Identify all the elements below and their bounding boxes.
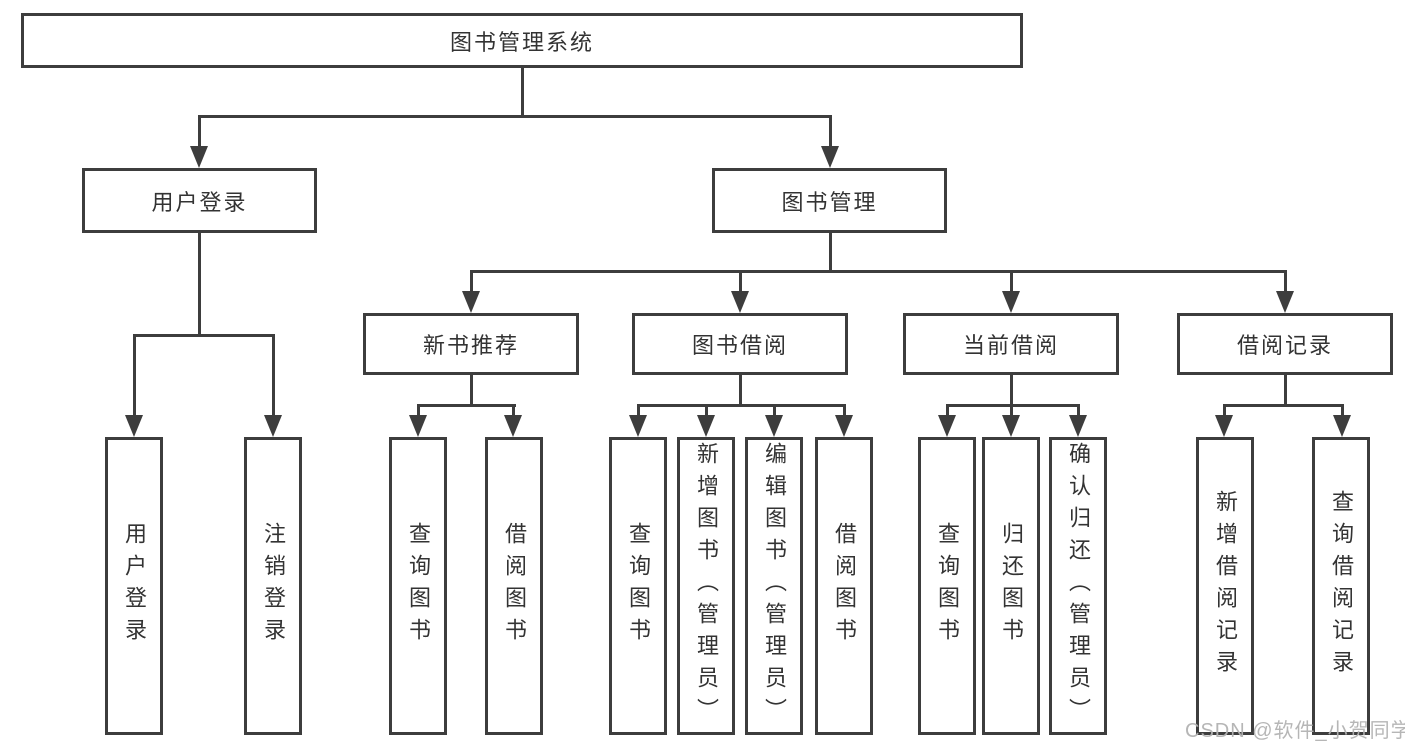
- node-label: 用户登录: [122, 522, 147, 650]
- connector-line: [1010, 404, 1013, 417]
- arrowhead-icon: [504, 415, 522, 437]
- node-label: 当前借阅: [962, 333, 1059, 358]
- arrowhead-icon: [462, 291, 480, 313]
- connector-line: [637, 404, 640, 417]
- arrowhead-icon: [125, 415, 143, 437]
- node-label: 借阅记录: [1236, 333, 1333, 358]
- node-label: 用户登录: [151, 189, 248, 215]
- connector-line: [829, 233, 832, 272]
- connector-line: [521, 66, 524, 117]
- connector-line: [637, 404, 846, 407]
- leaf-query-books-current: 查询图书: [918, 437, 976, 735]
- connector-line: [198, 115, 832, 118]
- leaf-logout: 注销登录: [244, 437, 302, 735]
- connector-line: [1284, 375, 1287, 406]
- connector-line: [470, 270, 1287, 273]
- connector-line: [1341, 404, 1344, 417]
- node-book-management: 图书管理: [712, 168, 947, 233]
- node-label: 图书管理: [781, 189, 878, 215]
- leaf-return-book: 归还图书: [982, 437, 1040, 735]
- connector-line: [1077, 404, 1080, 417]
- node-label: 注销登录: [261, 522, 286, 650]
- node-label: 查询图书: [406, 522, 431, 650]
- arrowhead-icon: [629, 415, 647, 437]
- connector-line: [1010, 375, 1013, 406]
- connector-line: [470, 375, 473, 406]
- leaf-borrow-books-borrowing: 借阅图书: [815, 437, 873, 735]
- arrowhead-icon: [821, 146, 839, 168]
- leaf-add-borrow-record: 新增借阅记录: [1196, 437, 1254, 735]
- connector-line: [272, 334, 275, 418]
- connector-line: [773, 404, 776, 417]
- connector-line: [1284, 270, 1287, 294]
- arrowhead-icon: [765, 415, 783, 437]
- arrowhead-icon: [835, 415, 853, 437]
- node-library-system-root: 图书管理系统: [21, 13, 1023, 68]
- node-label: 图书管理系统: [449, 29, 594, 55]
- connector-line: [417, 404, 420, 417]
- arrowhead-icon: [938, 415, 956, 437]
- connector-line: [705, 404, 708, 417]
- node-new-book-recommend: 新书推荐: [363, 313, 579, 375]
- node-current-borrowing: 当前借阅: [903, 313, 1119, 375]
- connector-line: [1223, 404, 1344, 407]
- arrowhead-icon: [1002, 291, 1020, 313]
- node-label: 归还图书: [999, 522, 1024, 650]
- node-borrowing-records: 借阅记录: [1177, 313, 1393, 375]
- arrowhead-icon: [697, 415, 715, 437]
- connector-line: [739, 270, 742, 294]
- connector-line: [133, 334, 275, 337]
- node-label: 查询借阅记录: [1329, 490, 1354, 682]
- arrowhead-icon: [409, 415, 427, 437]
- arrowhead-icon: [190, 146, 208, 168]
- leaf-edit-book-admin: 编辑图书（管理员）: [745, 437, 803, 735]
- leaf-query-books-borrowing: 查询图书: [609, 437, 667, 735]
- arrowhead-icon: [731, 291, 749, 313]
- connector-line: [829, 115, 832, 150]
- node-label: 新增借阅记录: [1213, 490, 1238, 682]
- connector-line: [1223, 404, 1226, 417]
- leaf-borrow-books-recommend: 借阅图书: [485, 437, 543, 735]
- connector-line: [133, 334, 136, 418]
- node-user-login: 用户登录: [82, 168, 317, 233]
- leaf-user-login: 用户登录: [105, 437, 163, 735]
- leaf-confirm-return-admin: 确认归还（管理员）: [1049, 437, 1107, 735]
- connector-line: [843, 404, 846, 417]
- node-label: 新增图书（管理员）: [694, 442, 719, 730]
- connector-line: [417, 404, 516, 407]
- node-label: 查询图书: [626, 522, 651, 650]
- arrowhead-icon: [1276, 291, 1294, 313]
- connector-line: [1010, 270, 1013, 294]
- node-label: 图书借阅: [691, 333, 788, 358]
- leaf-query-borrow-record: 查询借阅记录: [1312, 437, 1370, 735]
- node-label: 编辑图书（管理员）: [762, 442, 787, 730]
- connector-line: [512, 404, 515, 417]
- node-book-borrowing: 图书借阅: [632, 313, 848, 375]
- connector-line: [946, 404, 949, 417]
- arrowhead-icon: [1002, 415, 1020, 437]
- arrowhead-icon: [264, 415, 282, 437]
- node-label: 确认归还（管理员）: [1066, 442, 1091, 730]
- connector-line: [198, 115, 201, 150]
- arrowhead-icon: [1333, 415, 1351, 437]
- connector-line: [198, 233, 201, 336]
- node-label: 新书推荐: [422, 333, 519, 358]
- connector-line: [739, 375, 742, 406]
- watermark: CSDN @软件_小贺同学: [1185, 720, 1405, 742]
- node-label: 查询图书: [935, 522, 960, 650]
- arrowhead-icon: [1215, 415, 1233, 437]
- leaf-add-book-admin: 新增图书（管理员）: [677, 437, 735, 735]
- node-label: 借阅图书: [832, 522, 857, 650]
- node-label: 借阅图书: [502, 522, 527, 650]
- arrowhead-icon: [1069, 415, 1087, 437]
- connector-line: [470, 270, 473, 294]
- leaf-query-books-recommend: 查询图书: [389, 437, 447, 735]
- connector-line: [946, 404, 1080, 407]
